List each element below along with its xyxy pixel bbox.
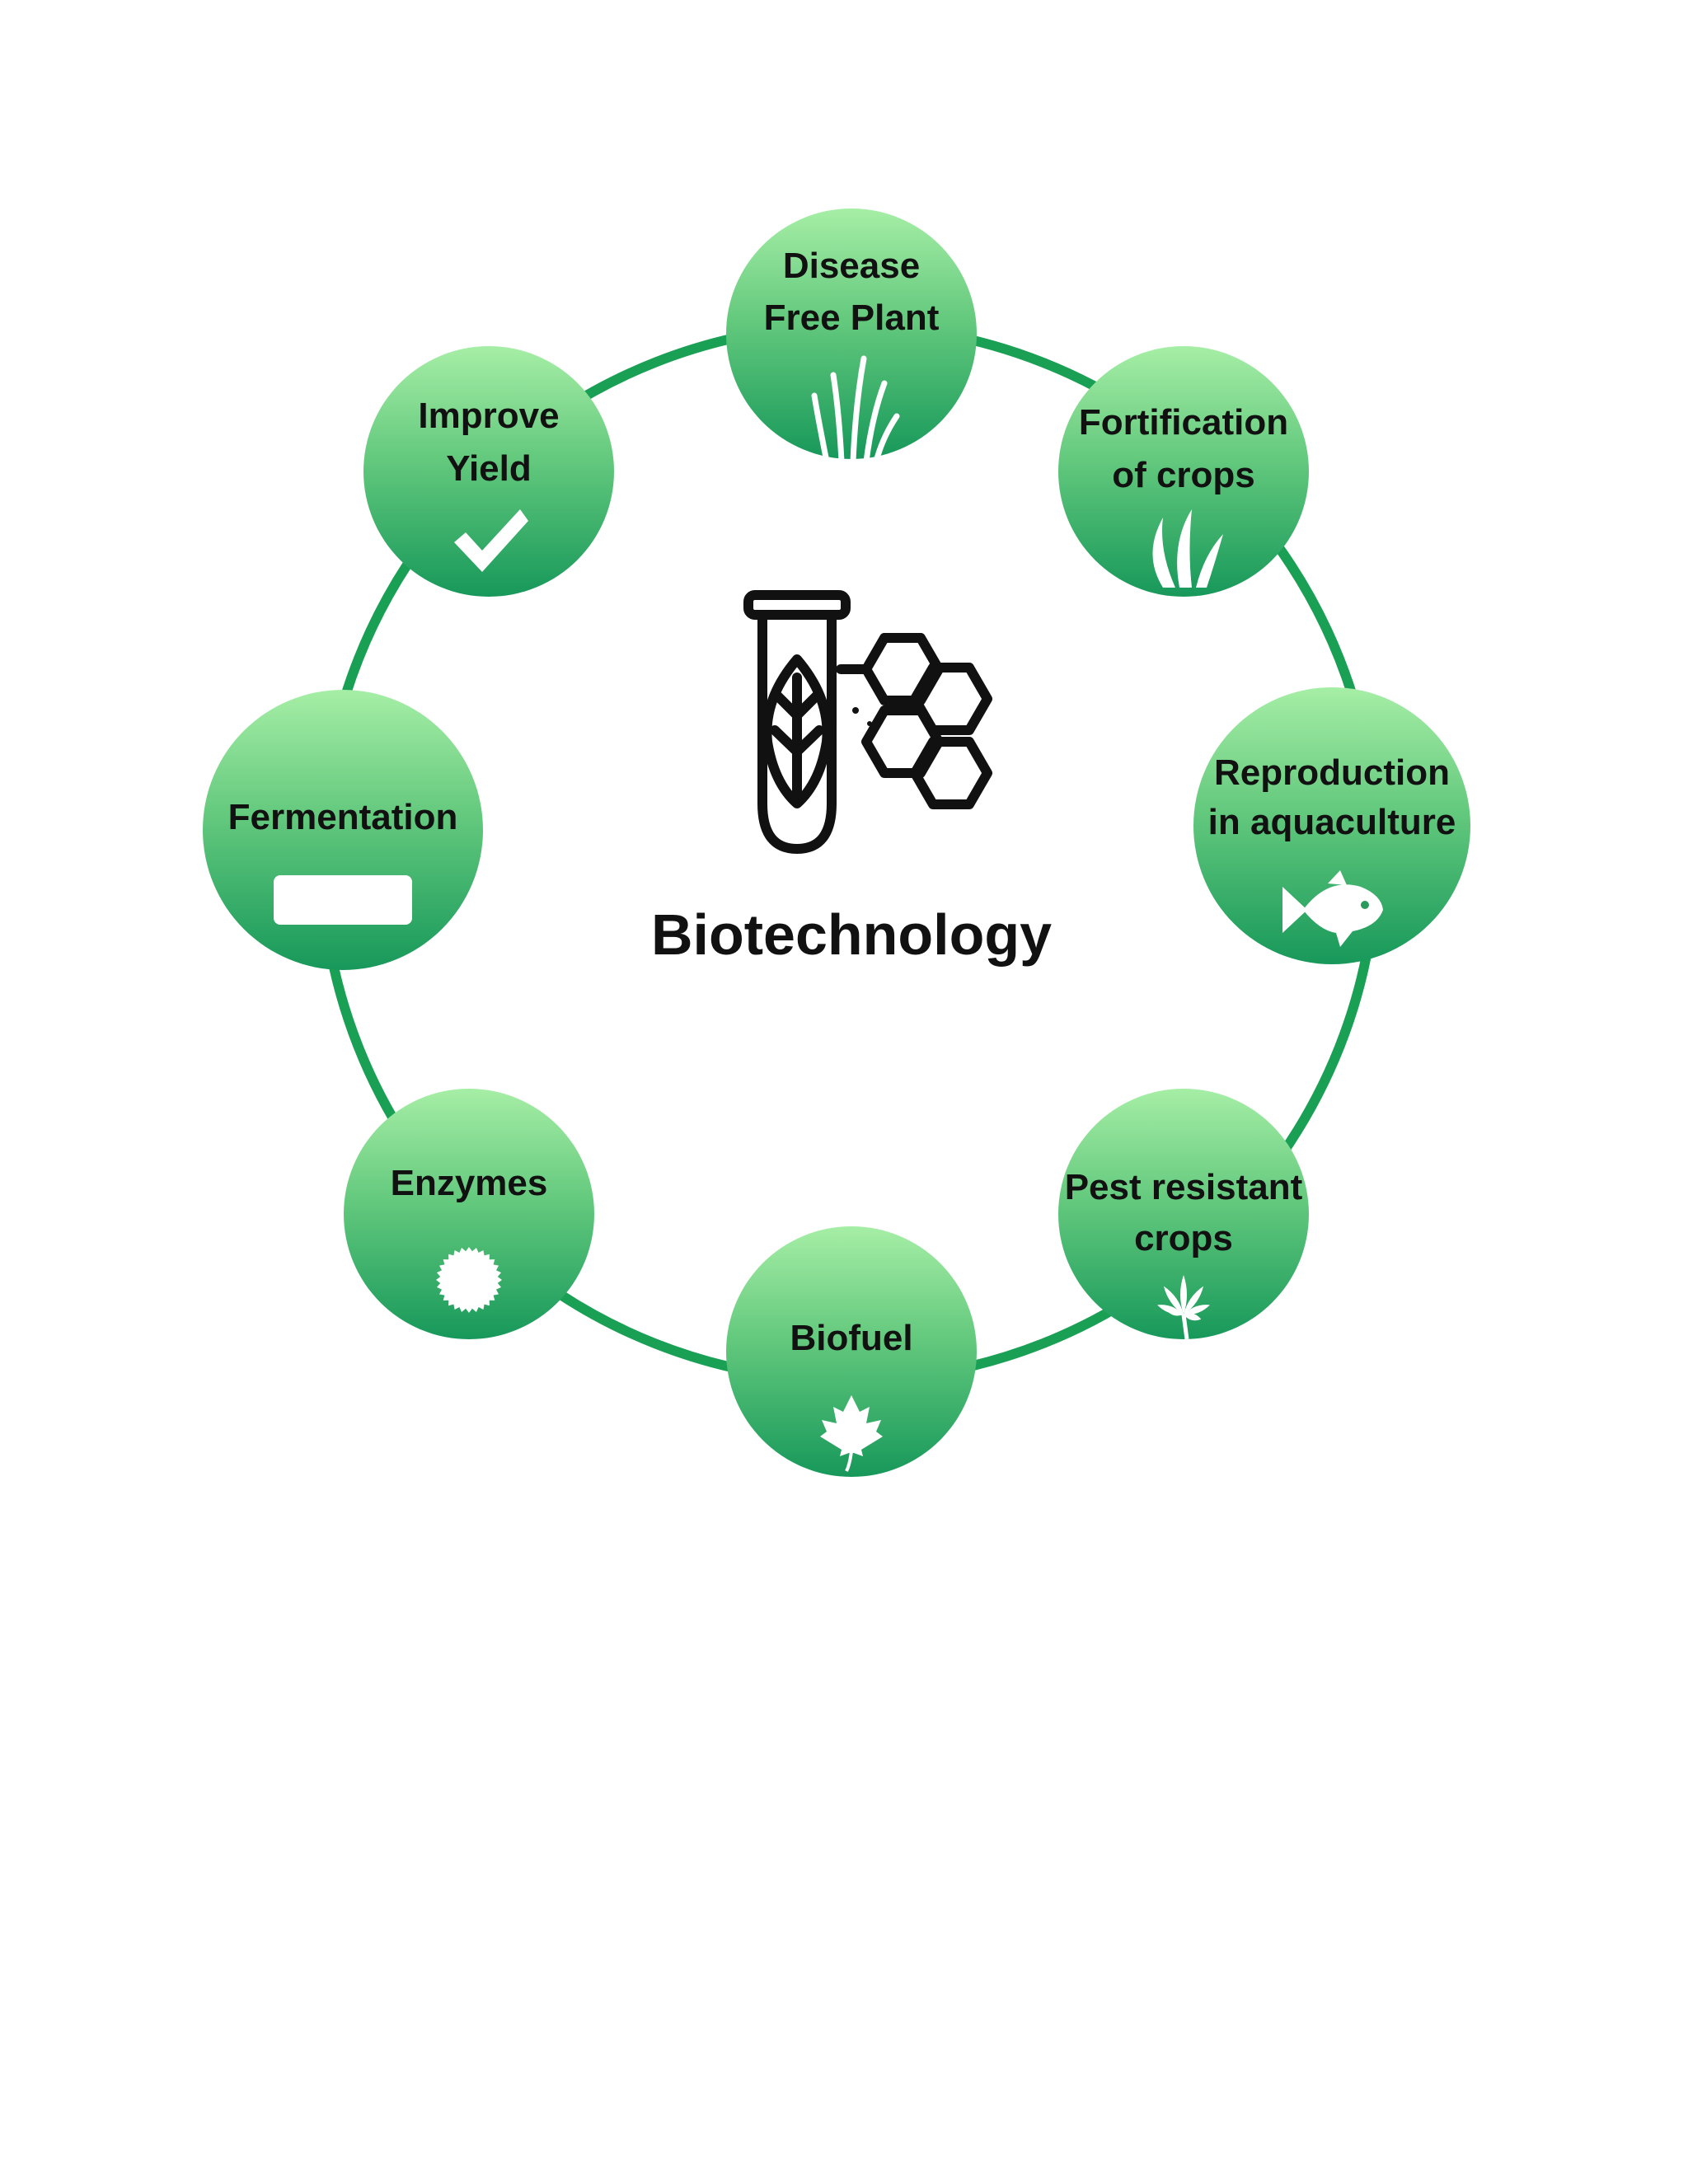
rectangle-icon [274,875,412,925]
node-label: Enzymes [391,1163,548,1203]
cannabis-leaf-icon [1157,1275,1210,1340]
node-label: Pest resistant [1065,1167,1303,1207]
node-circle [344,1089,594,1339]
node-label: Improve [418,396,559,436]
checkmark-icon [454,509,528,572]
node-circle [726,209,977,459]
node-label: Biofuel [790,1318,912,1358]
node-label: in aquaculture [1208,802,1456,842]
node-enzymes: Enzymes [344,1089,594,1339]
center-title: Biotechnology [651,902,1052,967]
node-biofuel: Biofuel [726,1226,977,1477]
node-circle [1058,346,1309,597]
node-label: Fermentation [228,797,458,837]
node-circle [726,1226,977,1477]
fish-icon [1282,870,1383,947]
seaweed-icon [1152,509,1223,588]
node-label: Disease [783,246,920,286]
node-label: Free Plant [764,298,940,338]
node-pest-resistant-crops: Pest resistant crops [1058,1089,1309,1340]
gear-circle-icon [436,1247,502,1313]
node-label: of crops [1112,455,1255,495]
node-circle [1193,687,1470,964]
node-fermentation: Fermentation [203,690,483,970]
test-tube-leaf-molecule-icon [743,590,992,854]
node-reproduction-in-aquaculture: Reproduction in aquaculture [1193,687,1470,964]
node-label: crops [1134,1218,1233,1258]
node-label: Reproduction [1214,752,1450,793]
grass-icon [811,355,900,465]
node-circle [203,690,483,970]
node-circle [363,346,614,597]
maple-leaf-icon [820,1395,883,1472]
node-circle [1058,1089,1309,1339]
node-label: Yield [446,448,532,489]
node-label: Fortification [1079,402,1288,443]
node-fortification-of-crops: Fortification of crops [1058,346,1309,597]
